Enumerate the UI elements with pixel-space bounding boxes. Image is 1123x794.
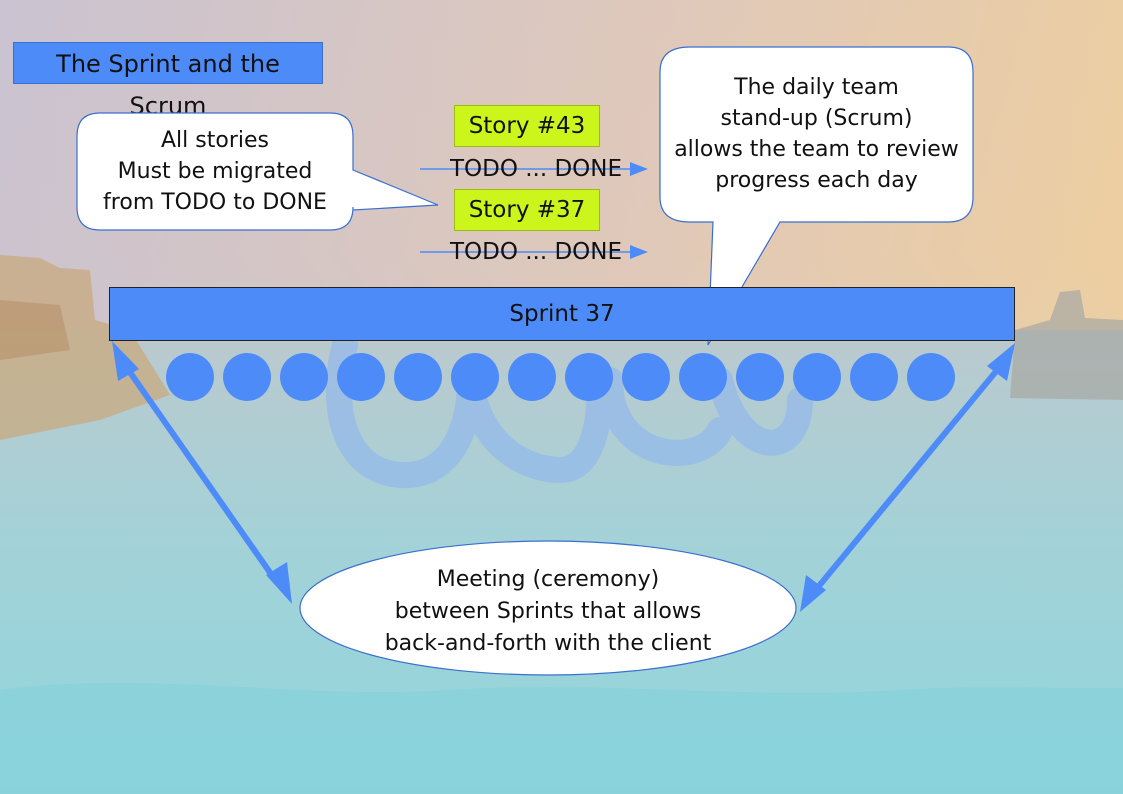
callout-right-text: The daily team stand-up (Scrum) allows t…	[660, 72, 973, 196]
right-double-arrow	[800, 343, 1015, 612]
left-double-arrow	[112, 341, 292, 604]
sprint-bar: Sprint 37	[109, 287, 1015, 341]
story-43-card: Story #43	[454, 105, 600, 147]
callout-left-line: Must be migrated	[117, 159, 313, 184]
callout-left-line: All stories	[161, 128, 269, 153]
daily-scrum-circle	[565, 353, 613, 401]
callout-right-line: allows the team to review	[674, 137, 959, 162]
story-37-progress: TODO ... DONE	[449, 239, 623, 265]
daily-scrum-circle	[736, 353, 784, 401]
callout-right-line: progress each day	[715, 168, 918, 193]
daily-scrum-circle	[508, 353, 556, 401]
meeting-text: Meeting (ceremony) between Sprints that …	[300, 564, 796, 660]
slide-title: The Sprint and the Scrum	[13, 42, 323, 120]
callout-right-line: stand-up (Scrum)	[720, 106, 913, 131]
daily-scrum-circle	[622, 353, 670, 401]
daily-scrum-circle	[793, 353, 841, 401]
daily-scrum-circle	[166, 353, 214, 401]
daily-scrum-circle	[337, 353, 385, 401]
daily-scrum-circle	[850, 353, 898, 401]
story-37-card: Story #37	[454, 189, 600, 231]
meeting-line: back-and-forth with the client	[384, 631, 712, 656]
meeting-line: between Sprints that allows	[394, 599, 702, 624]
daily-scrum-circle	[907, 353, 955, 401]
callout-right-line: The daily team	[734, 75, 899, 100]
callout-left-text: All stories Must be migrated from TODO t…	[77, 125, 353, 218]
daily-scrum-circle	[394, 353, 442, 401]
daily-scrum-circle	[223, 353, 271, 401]
meeting-line: Meeting (ceremony)	[436, 567, 660, 592]
daily-scrum-circle	[451, 353, 499, 401]
callout-left-line: from TODO to DONE	[103, 190, 327, 215]
daily-scrum-circle	[280, 353, 328, 401]
daily-scrum-circle	[679, 353, 727, 401]
story-43-progress: TODO ... DONE	[449, 156, 623, 182]
